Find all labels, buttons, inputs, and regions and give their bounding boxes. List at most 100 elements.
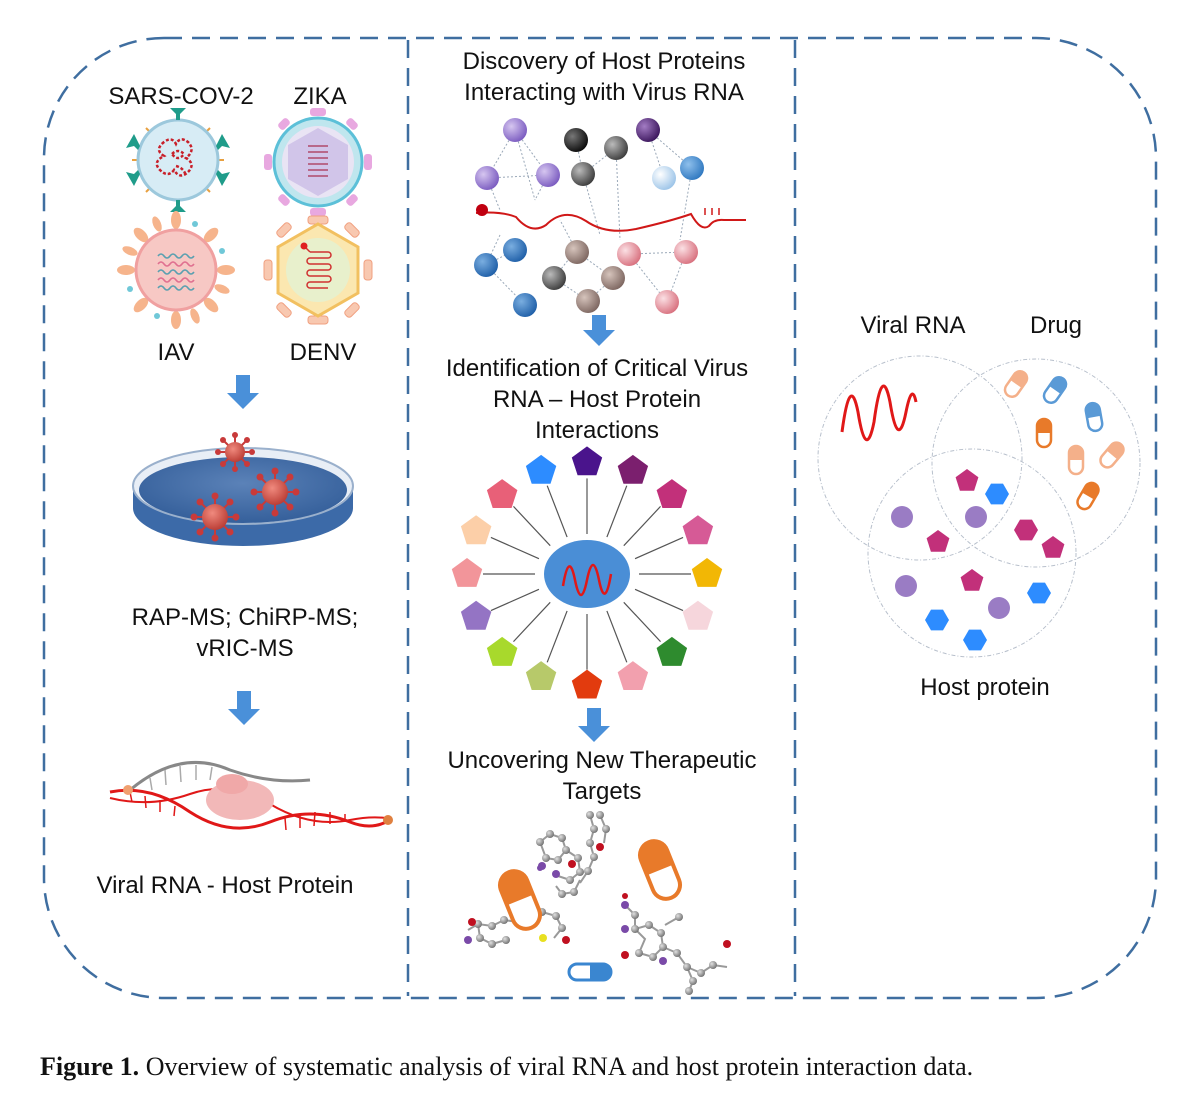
drug-capsule-icon [1035,417,1053,449]
host-protein-circle [988,597,1010,619]
figure-border [42,36,1158,1000]
viral-rna-host-protein-label: Viral RNA - Host Protein [96,872,354,899]
host-protein-hexagon [1014,519,1038,541]
hub-connector-line [606,610,628,663]
host-protein-pentagon [525,454,557,484]
rna-protein-complex-icon [109,760,393,831]
viral-rna-hub [544,540,630,608]
rna-wave-icon [561,563,613,597]
venn-label-drug: Drug [1029,312,1083,339]
rna-wave-icon [840,384,918,442]
hub-connector-line [513,601,551,643]
host-protein-circle [895,575,917,597]
hub-connector-line [634,588,684,612]
arrow-down-icon [583,315,615,346]
hub-connector-line [634,536,684,560]
hub-connector-line [546,485,568,538]
step1-title-line2: Interacting with Virus RNA [464,79,744,106]
host-protein-pentagon [617,661,649,690]
venn-circle-drug [931,358,1141,568]
host-protein-hexagon [963,629,987,651]
virus-label-iav: IAV [157,339,195,366]
capsule-icon [638,839,682,901]
capsule-icon [567,962,613,982]
virus-particle-icon [250,467,300,517]
step3-title-line1: Uncovering New Therapeutic [447,747,757,774]
host-protein-pentagon [571,446,603,476]
host-protein-pentagon [460,600,492,630]
host-protein-pentagon [656,479,688,508]
virus-label-denv: DENV [289,339,357,366]
host-protein-circle [965,506,987,528]
step3-title-line2: Targets [562,778,642,805]
host-protein-hexagon [1027,582,1051,604]
virus-label-sars-cov-2: SARS-COV-2 [108,83,254,110]
iav-virus-icon [117,211,235,329]
step2-title: Identification of Critical Virus RNA – H… [414,353,780,446]
step3-title: Uncovering New Therapeutic Targets [414,745,790,807]
protein-network-diagram [474,118,746,317]
host-protein-pentagon [525,661,557,690]
sars-cov-2-virus-icon [126,108,230,212]
host-protein-pentagon [682,515,714,545]
host-protein-pentagon [460,515,492,545]
hub-connector-line [623,505,661,547]
denv-virus-icon [263,215,373,325]
step1-title: Discovery of Host Proteins Interacting w… [414,46,794,108]
host-protein-pentagon [451,558,483,587]
host-protein-pentagon [617,454,649,484]
methods-label-line1: RAP-MS; ChiRP-MS; [131,604,359,631]
step2-title-line1: Identification of Critical Virus [445,355,749,382]
drug-capsule-icon [1067,444,1085,476]
venn-circle-host-protein [867,448,1077,658]
methods-label-line2: vRIC-MS [196,635,294,662]
drug-molecules-illustration [464,811,731,995]
host-protein-hexagon [985,483,1009,505]
hub-connector-line [490,536,540,560]
hub-connector-line [623,601,661,643]
venn-label-host-protein: Host protein [920,674,1050,701]
zika-virus-icon [264,108,372,216]
arrow-down-icon [228,691,260,725]
hub-connector-line [490,588,540,612]
step2-title-line2: RNA – Host Protein [492,386,702,413]
step2-title-line3: Interactions [534,417,660,444]
host-protein-pentagon [1041,536,1065,558]
host-protein-hexagon [925,609,949,631]
drug-capsule-icon [1003,370,1029,398]
host-protein-pentagon [486,479,518,508]
venn-diagram [817,355,1141,658]
virus-label-zika: ZIKA [293,83,347,110]
hub-connector-line [606,485,628,538]
capsule-icon [498,869,542,931]
host-protein-pentagon [486,636,518,666]
virus-particle-icon [215,432,255,472]
host-protein-pentagon [656,636,688,666]
figure-caption: Figure 1. Overview of systematic analysi… [40,1052,1200,1082]
drug-capsule-icon [1084,401,1104,433]
hub-connector-line [546,610,568,663]
host-protein-pentagon [926,530,950,552]
figure-caption-text: Overview of systematic analysis of viral… [139,1052,974,1081]
host-protein-pentagon [571,669,603,699]
drug-capsule-icon [1042,376,1068,404]
overview-figure [42,36,1158,1000]
host-protein-pentagon [955,469,979,491]
arrow-down-icon [578,708,610,742]
figure-caption-prefix: Figure 1. [40,1052,140,1081]
host-protein-pentagon [960,569,984,591]
petri-dish-icon [132,447,354,546]
methods-label: RAP-MS; ChiRP-MS; vRIC-MS [100,602,390,664]
host-protein-pentagon [691,558,723,587]
arrow-down-icon [227,375,259,409]
drug-capsule-icon [1076,481,1100,511]
step1-title-line1: Discovery of Host Proteins [462,48,746,75]
host-protein-circle [891,506,913,528]
venn-items [891,370,1125,651]
virus-particle-icon [190,492,240,542]
host-protein-pentagon [682,600,714,630]
hub-connector-line [513,505,551,547]
venn-circle-viral-rna [817,355,1023,561]
drug-capsule-icon [1099,441,1125,469]
venn-label-viral-rna: Viral RNA [860,312,966,339]
